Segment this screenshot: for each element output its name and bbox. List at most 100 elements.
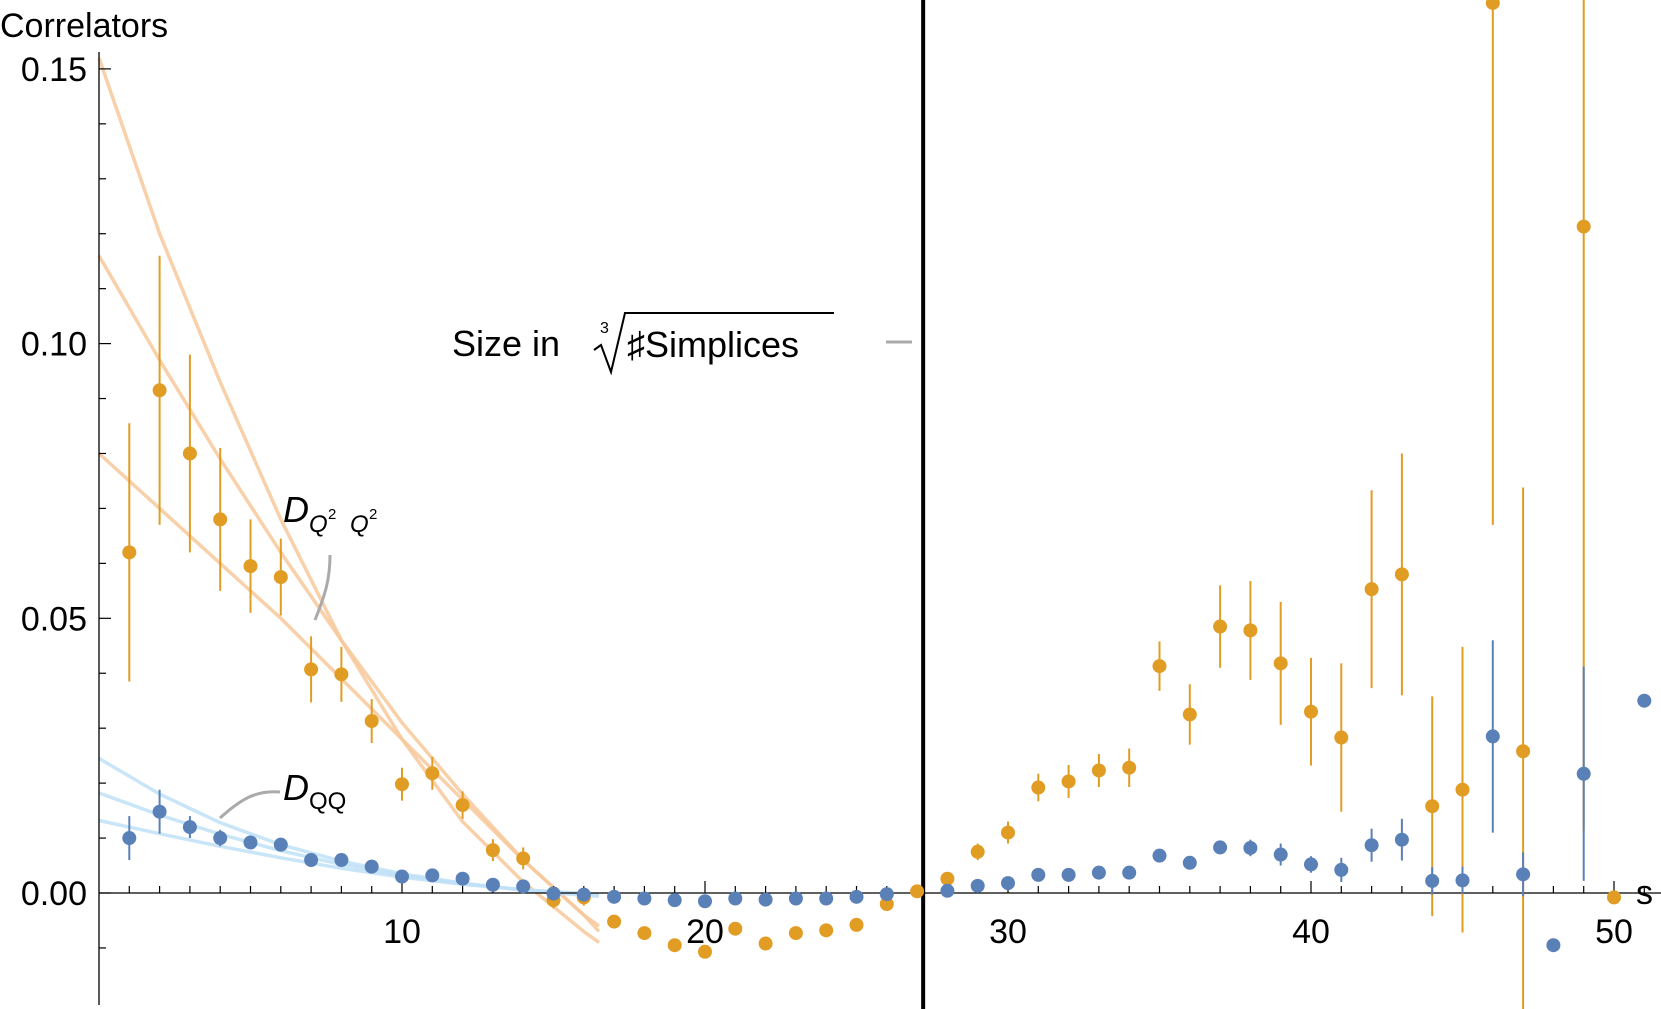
y-tick-label: 0.10 xyxy=(21,326,87,364)
orange-data-point xyxy=(1576,219,1591,234)
y-tick-label: 0.15 xyxy=(21,51,87,89)
dq2q2-sup2: 2 xyxy=(369,506,377,523)
blue-data-point xyxy=(1091,865,1106,880)
blue-data-point xyxy=(1485,729,1500,744)
blue-data-point xyxy=(1516,867,1531,882)
x-tick-label: 50 xyxy=(1595,913,1633,951)
orange-data-point xyxy=(849,917,864,932)
blue-data-point xyxy=(334,853,349,868)
orange-data-point xyxy=(879,896,894,911)
orange-data-point xyxy=(1394,567,1409,582)
blue-data-point xyxy=(395,869,409,884)
orange-data-point xyxy=(1455,782,1470,797)
orange-data-point xyxy=(1213,619,1228,634)
blue-data-point xyxy=(1304,857,1318,872)
dqq-main: D xyxy=(283,767,309,808)
blue-data-point xyxy=(940,883,955,898)
orange-data-point xyxy=(728,921,743,936)
blue-data-point xyxy=(1546,938,1561,953)
orange-data-point xyxy=(1516,744,1531,759)
blue-data-point xyxy=(1061,867,1076,882)
orange-data-point xyxy=(273,570,288,585)
dqq-sub: QQ xyxy=(309,788,346,815)
y-axis: 0.000.050.100.15 xyxy=(21,51,111,1005)
orange-data-point xyxy=(1031,780,1046,795)
x-tick-label: 40 xyxy=(1292,913,1330,951)
blue-data-point xyxy=(1001,876,1015,891)
orange-data-point xyxy=(304,662,319,677)
orange-data-point xyxy=(1425,799,1440,814)
orange-data-point xyxy=(1243,623,1258,638)
size-annotation-prefix: Size in xyxy=(452,323,560,364)
orange-data-point xyxy=(1091,763,1106,778)
blue-data-point xyxy=(819,891,834,906)
orange-data-point xyxy=(122,545,137,560)
orange-data-point xyxy=(1273,656,1288,671)
dq2q2-leader xyxy=(313,554,332,621)
blue-data-point xyxy=(758,892,773,907)
blue-data-point xyxy=(304,853,319,868)
orange-data-point xyxy=(213,512,228,527)
blue-data-point xyxy=(879,887,894,902)
orange-data-point xyxy=(1364,582,1379,597)
orange-data-point xyxy=(1152,659,1167,674)
blue-data-point xyxy=(455,871,470,886)
dq2q2-sub1: Q xyxy=(309,511,328,538)
y-tick-label: 0.05 xyxy=(21,600,87,638)
orange-data-point xyxy=(1061,774,1076,789)
orange-data-point xyxy=(516,851,531,866)
blue-data-point xyxy=(1122,865,1137,880)
blue-data-point xyxy=(1031,867,1046,882)
orange-data-point xyxy=(970,844,985,859)
size-annotation: Size in 3 ♯Simplices xyxy=(452,312,912,376)
blue-data-point xyxy=(970,878,985,893)
blue-data-point xyxy=(546,886,561,901)
blue-data-point xyxy=(1243,840,1258,855)
orange-data-point xyxy=(788,926,803,941)
blue-data-point xyxy=(1152,848,1167,863)
blue-data-point xyxy=(728,891,743,906)
orange-data-point xyxy=(182,446,197,461)
blue-data-point xyxy=(1213,840,1228,855)
orange-data-point xyxy=(1001,825,1015,840)
orange-data-point xyxy=(1607,890,1621,905)
dqq-label: D QQ xyxy=(218,767,346,820)
blue-data-point xyxy=(485,877,500,892)
blue-data-point xyxy=(1576,766,1591,781)
orange-data-point xyxy=(455,798,470,813)
dq2q2-main: D xyxy=(283,489,309,530)
blue-data-point xyxy=(1364,838,1379,853)
blue-data-point xyxy=(1273,847,1288,862)
blue-data-point xyxy=(637,891,652,906)
blue-data-point xyxy=(788,891,803,906)
dqq-leader xyxy=(218,790,281,820)
data-points xyxy=(122,0,1652,1009)
orange-data-point xyxy=(667,938,682,953)
blue-data-point xyxy=(1394,832,1409,847)
blue-data-point xyxy=(1334,862,1349,877)
orange-data-point xyxy=(758,936,773,951)
orange-data-point xyxy=(1485,0,1500,10)
orange-data-point xyxy=(607,914,622,929)
orange-data-point xyxy=(698,944,712,959)
blue-data-point xyxy=(607,889,622,904)
orange-data-point xyxy=(485,843,500,858)
x-tick-label: 30 xyxy=(989,913,1027,951)
y-axis-label: Correlators xyxy=(0,7,168,45)
orange-data-point xyxy=(395,777,409,792)
blue-data-point xyxy=(182,820,197,835)
orange-data-point xyxy=(1304,704,1318,719)
orange-data-point xyxy=(243,559,258,574)
orange-data-point xyxy=(425,766,440,781)
orange-data-point xyxy=(940,871,955,886)
fit-curve-0 xyxy=(97,57,601,944)
orange-data-point xyxy=(334,667,349,682)
blue-data-point xyxy=(849,889,864,904)
blue-data-point xyxy=(1182,855,1197,870)
fit-curve-3 xyxy=(98,756,600,899)
y-ticks: 0.000.050.100.15 xyxy=(21,51,111,949)
orange-data-point xyxy=(637,926,652,941)
dq2q2-sub2: Q xyxy=(350,511,369,538)
